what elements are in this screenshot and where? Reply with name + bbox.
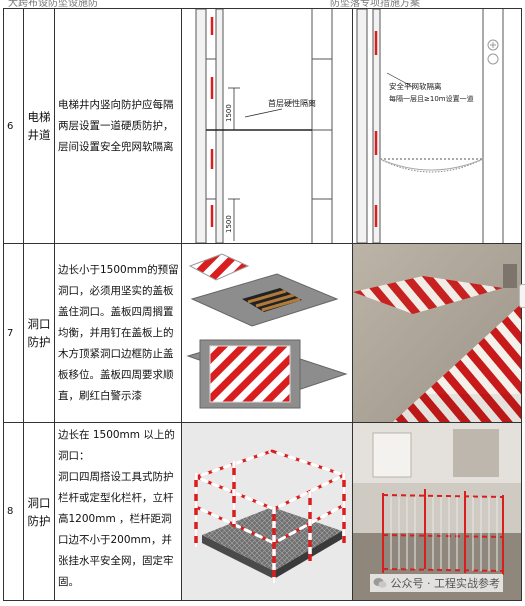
row-number: 7 [3,243,24,423]
cover-plate-illustration [181,243,353,423]
guardrail-photo-svg [353,423,521,600]
guardrail-svg [182,423,352,600]
item-description: 边长在 1500mm 以上的洞口： 洞口四周搭设工具式防护栏杆或定型化栏杆，立杆… [54,422,182,601]
protection-measures-table: 6 电梯 井道 电梯井内竖向防护应每隔两层设置一道硬质防护，层间设置安全兜网软隔… [3,8,522,601]
net-drawing-svg: 安全平网软隔离 每隔一层且≥10m设置一道 [356,9,504,243]
cover-plate-photo [352,243,522,423]
top-cropped-header: 大跨布设防坠设施防 防坠落专项措施方案 [0,0,525,8]
dimension-label: 1500 [225,104,233,122]
watermark: 公众号 · 工程实战参考 [369,574,503,592]
item-name: 洞口 防护 [23,422,55,601]
guardrail-photo [352,422,522,601]
hard-layer-label: 首层硬性隔离 [268,98,316,108]
net-title-label: 安全平网软隔离 [389,81,442,91]
item-description: 电梯井内竖向防护应每隔两层设置一道硬质防护，层间设置安全兜网软隔离 [54,8,182,244]
cover-plate-svg [186,253,348,409]
table-row: 8 洞口 防护 边长在 1500mm 以上的洞口： 洞口四周搭设工具式防护栏杆或… [3,422,522,601]
shaft-drawing-svg: 1500 1500 首层硬性隔离 [195,9,333,243]
watermark-text: 公众号 · 工程实战参考 [390,577,501,590]
shaft-net-drawing: 安全平网软隔离 每隔一层且≥10m设置一道 [352,8,522,244]
cover-photo-svg [353,244,521,422]
header-left-fragment: 大跨布设防坠设施防 [8,0,98,8]
header-right-fragment: 防坠落专项措施方案 [330,0,420,8]
guardrail-illustration [181,422,353,601]
item-name: 电梯 井道 [23,8,55,244]
item-name: 洞口 防护 [23,243,55,423]
wechat-icon [373,578,386,588]
shaft-section-drawing: 1500 1500 首层硬性隔离 [181,8,353,244]
item-description: 边长小于1500mm的预留洞口，必须用坚实的盖板盖住洞口。盖板四周搁置均衡，并用… [54,243,182,423]
row-number: 6 [3,8,24,244]
net-note-label: 每隔一层且≥10m设置一道 [389,94,474,103]
side-scroll-handle[interactable] [519,284,525,308]
dimension-label: 1500 [225,215,233,233]
row-number: 8 [3,422,24,601]
table-row: 7 洞口 防护 边长小于1500mm的预留洞口，必须用坚实的盖板盖住洞口。盖板四… [3,243,522,423]
table-row: 6 电梯 井道 电梯井内竖向防护应每隔两层设置一道硬质防护，层间设置安全兜网软隔… [3,8,522,244]
